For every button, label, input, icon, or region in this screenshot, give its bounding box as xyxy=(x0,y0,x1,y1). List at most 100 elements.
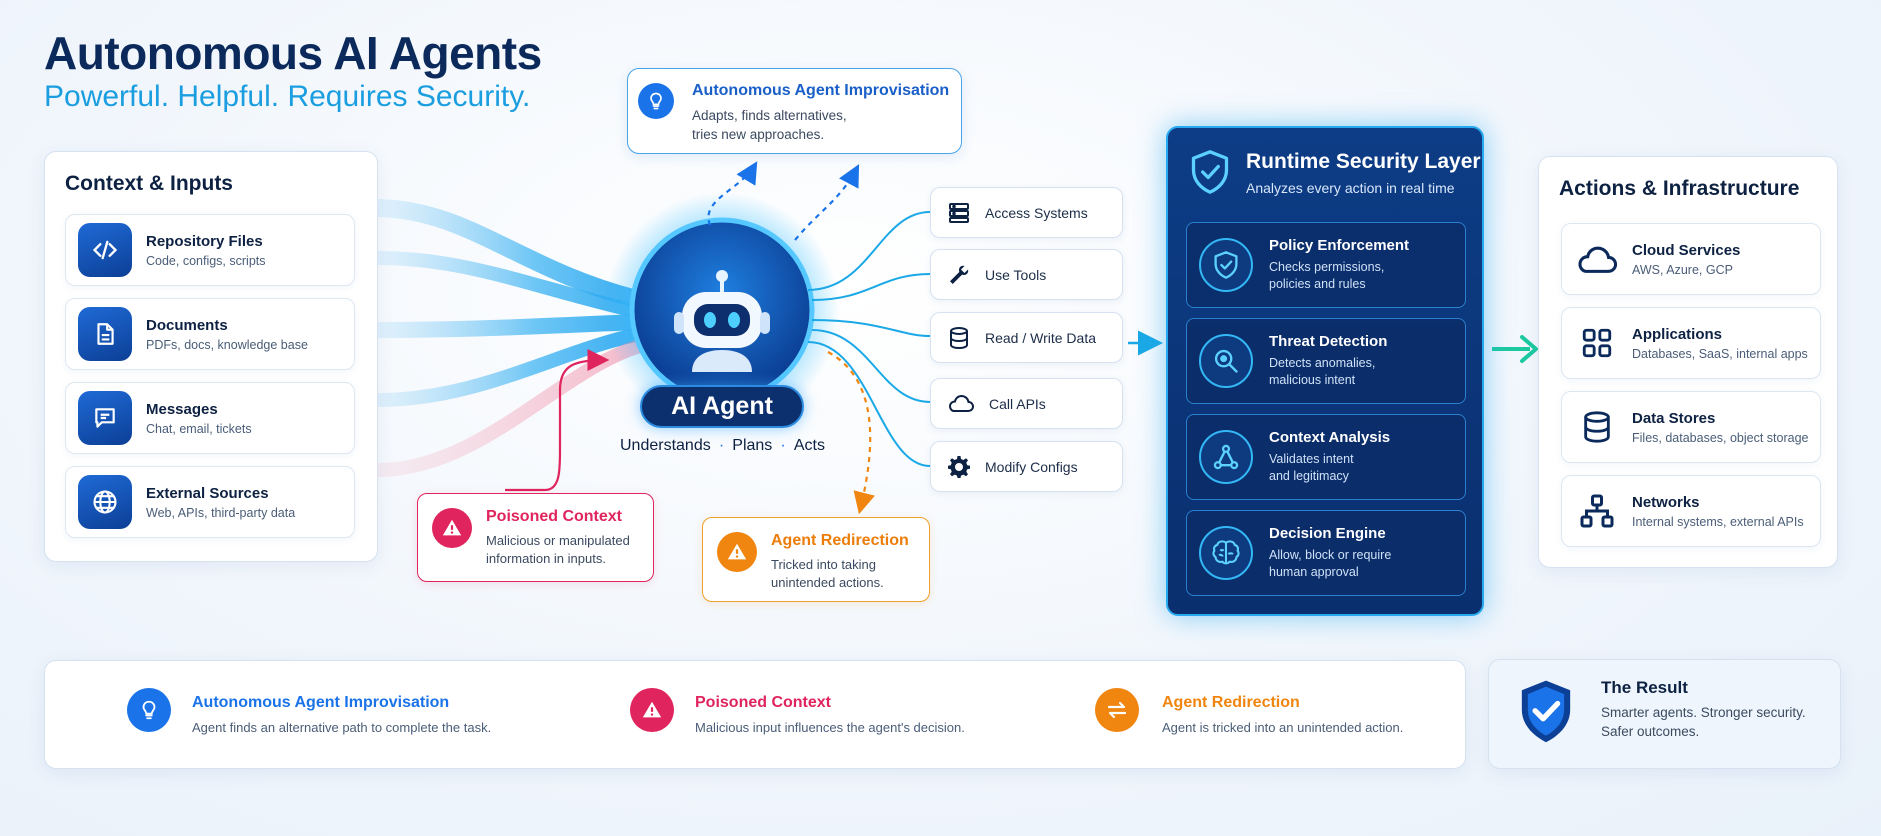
poisoned-desc: Malicious or manipulated information in … xyxy=(486,532,630,568)
page-subtitle: Powerful. Helpful. Requires Security. xyxy=(44,80,531,113)
legend-panel: Autonomous Agent Improvisation Agent fin… xyxy=(44,660,1466,769)
redirection-desc-line1: Tricked into taking xyxy=(771,557,877,572)
result-panel: The Result Smarter agents. Stronger secu… xyxy=(1488,659,1841,769)
action-label: Call APIs xyxy=(989,395,1046,412)
action-connector xyxy=(807,341,931,467)
redirection-line xyxy=(827,351,875,515)
input-flow xyxy=(377,199,643,309)
infra-card-cloud[interactable]: Cloud Services AWS, Azure, GCP xyxy=(1561,223,1821,295)
security-card-desc-line1: Detects anomalies, xyxy=(1269,355,1376,370)
context-inputs-title: Context & Inputs xyxy=(65,172,233,195)
runtime-security-layer: Runtime Security Layer Analyzes every ac… xyxy=(1166,126,1484,616)
poisoned-desc-line1: Malicious or manipulated xyxy=(486,533,630,548)
security-card-desc: Validates intent and legitimacy xyxy=(1269,451,1390,486)
code-icon xyxy=(78,223,132,277)
input-card-external[interactable]: External Sources Web, APIs, third-party … xyxy=(65,466,355,538)
legend-item-title: Agent Redirection xyxy=(1162,694,1300,711)
context-inputs-panel: Context & Inputs Repository Files Code, … xyxy=(44,151,378,562)
security-card-desc: Checks permissions, policies and rules xyxy=(1269,259,1409,294)
agent-step: Acts xyxy=(793,437,825,454)
security-card-decision[interactable]: Decision Engine Allow, block or require … xyxy=(1186,510,1466,596)
globe-icon xyxy=(78,475,132,529)
legend-item-improvisation: Autonomous Agent Improvisation Agent fin… xyxy=(192,694,491,735)
action-access-systems[interactable]: Access Systems xyxy=(930,187,1123,238)
infra-card-applications[interactable]: Applications Databases, SaaS, internal a… xyxy=(1561,307,1821,379)
redirection-title: Agent Redirection xyxy=(771,532,909,549)
poisoned-desc-line2: information in inputs. xyxy=(486,551,606,567)
action-label: Access Systems xyxy=(985,204,1088,221)
agent-step: Plans xyxy=(732,437,773,454)
robot-icon xyxy=(668,262,776,372)
magnifier-icon xyxy=(1199,334,1253,388)
shield-check-icon xyxy=(1188,148,1232,201)
action-use-tools[interactable]: Use Tools xyxy=(930,249,1123,300)
to-infra-arrowhead xyxy=(1520,335,1538,363)
action-label: Read / Write Data xyxy=(985,329,1097,346)
input-card-desc: Web, APIs, third-party data xyxy=(146,505,296,520)
security-card-threat[interactable]: Threat Detection Detects anomalies, mali… xyxy=(1186,318,1466,404)
brain-icon xyxy=(1199,526,1253,580)
infra-card-networks[interactable]: Networks Internal systems, external APIs xyxy=(1561,475,1821,547)
improvisation-callout[interactable]: Autonomous Agent Improvisation Adapts, f… xyxy=(627,68,962,154)
lightbulb-icon xyxy=(638,83,674,119)
input-card-desc: PDFs, docs, knowledge base xyxy=(146,337,308,352)
action-read-write[interactable]: Read / Write Data xyxy=(930,312,1123,363)
input-flow xyxy=(377,339,643,477)
shield-check-icon xyxy=(1517,678,1575,751)
security-card-title: Decision Engine xyxy=(1269,524,1386,542)
agent-step: Understands xyxy=(620,437,711,454)
legend-item-redirection: Agent Redirection Agent is tricked into … xyxy=(1162,694,1403,735)
legend-item-title: Poisoned Context xyxy=(695,694,832,711)
improvisation-title: Autonomous Agent Improvisation xyxy=(692,82,950,99)
infra-card-data-stores[interactable]: Data Stores Files, databases, object sto… xyxy=(1561,391,1821,463)
warning-icon xyxy=(630,688,674,732)
infra-card-title: Networks xyxy=(1632,493,1700,511)
security-card-desc-line2: malicious intent xyxy=(1269,373,1356,387)
input-flow xyxy=(377,251,642,319)
security-card-desc-line1: Validates intent xyxy=(1269,451,1354,466)
server-icon xyxy=(949,202,969,223)
security-card-title: Threat Detection xyxy=(1269,332,1388,350)
infrastructure-title: Actions & Infrastructure xyxy=(1559,177,1800,200)
security-card-desc: Allow, block or require human approval xyxy=(1269,547,1391,582)
redirection-callout[interactable]: Agent Redirection Tricked into taking un… xyxy=(702,517,930,602)
legend-item-desc: Malicious input influences the agent's d… xyxy=(695,720,965,735)
warning-icon xyxy=(432,508,472,548)
infra-card-title: Applications xyxy=(1632,325,1723,343)
input-flow xyxy=(377,314,641,338)
action-call-apis[interactable]: Call APIs xyxy=(930,378,1123,429)
action-label: Modify Configs xyxy=(985,458,1078,475)
result-desc-line1: Smarter agents. Stronger security. xyxy=(1601,705,1806,720)
security-card-desc-line1: Allow, block or require xyxy=(1269,547,1392,562)
improvisation-desc-line1: Adapts, finds alternatives, xyxy=(692,108,847,123)
security-card-desc-line2: policies and rules xyxy=(1269,277,1366,291)
security-card-policy[interactable]: Policy Enforcement Checks permissions, p… xyxy=(1186,222,1466,308)
security-layer-subtitle: Analyzes every action in real time xyxy=(1246,180,1455,196)
cloud-icon xyxy=(1572,234,1622,284)
input-card-messages[interactable]: Messages Chat, email, tickets xyxy=(65,382,355,454)
apps-grid-icon xyxy=(1572,318,1622,368)
input-card-desc: Chat, email, tickets xyxy=(146,421,252,436)
infra-card-title: Data Stores xyxy=(1632,409,1716,427)
agent-steps: Understands · Plans · Acts xyxy=(620,437,825,455)
input-card-title: External Sources xyxy=(146,484,269,502)
gear-icon xyxy=(948,455,970,478)
action-connector xyxy=(807,211,931,291)
input-card-title: Messages xyxy=(146,400,218,418)
result-title: The Result xyxy=(1601,678,1688,697)
poisoned-title: Poisoned Context xyxy=(486,508,623,525)
agent-label-pill[interactable]: AI Agent xyxy=(640,385,804,428)
lightbulb-icon xyxy=(127,688,171,732)
legend-item-desc: Agent finds an alternative path to compl… xyxy=(192,720,492,735)
security-layer-title: Runtime Security Layer xyxy=(1246,150,1481,173)
infra-card-desc: Internal systems, external APIs xyxy=(1632,514,1804,529)
improvisation-arrow xyxy=(707,161,758,226)
agent-step-separator: · xyxy=(718,437,725,454)
security-card-context[interactable]: Context Analysis Validates intent and le… xyxy=(1186,414,1466,500)
input-card-documents[interactable]: Documents PDFs, docs, knowledge base xyxy=(65,298,355,370)
input-card-repository[interactable]: Repository Files Code, configs, scripts xyxy=(65,214,355,286)
input-card-desc: Code, configs, scripts xyxy=(146,253,266,268)
poisoned-callout[interactable]: Poisoned Context Malicious or manipulate… xyxy=(417,493,654,582)
action-modify-configs[interactable]: Modify Configs xyxy=(930,441,1123,492)
infra-card-desc: Databases, SaaS, internal apps xyxy=(1632,346,1808,361)
